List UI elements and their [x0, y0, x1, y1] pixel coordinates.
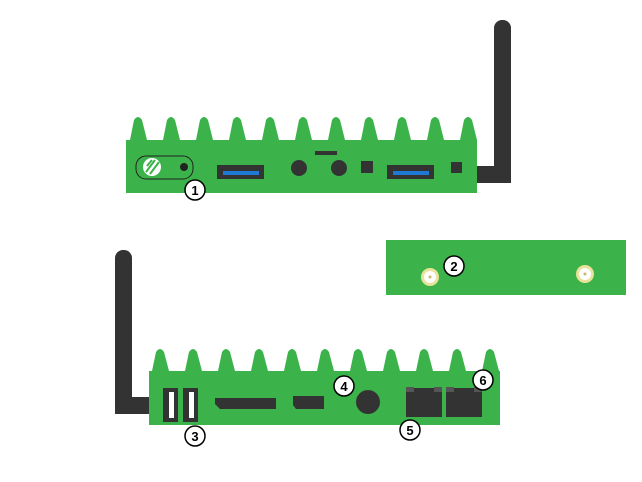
dc-jack-icon	[356, 390, 380, 414]
bottom-device-rear-panel	[115, 250, 500, 425]
antenna-top	[494, 20, 511, 183]
top-device-front-panel	[126, 20, 511, 193]
ethernet-port-icon	[446, 387, 482, 417]
usb-port-icon	[217, 165, 264, 179]
power-led-icon	[180, 163, 188, 171]
heatsink-fins-bottom	[152, 349, 499, 371]
callout-5: 5	[399, 419, 421, 441]
antenna-bottom-base	[115, 397, 151, 414]
callout-6: 6	[472, 369, 494, 391]
callout-number: 2	[450, 259, 457, 274]
sma-connector-icon	[576, 265, 594, 283]
callout-3: 3	[184, 425, 206, 447]
reset-button-icon	[361, 161, 373, 173]
ethernet-port-icon	[406, 387, 442, 417]
power-button-frame[interactable]	[135, 155, 194, 180]
heatsink-fins-top	[130, 117, 477, 140]
callout-number: 5	[406, 423, 413, 438]
status-led-icon	[451, 162, 462, 173]
usb2-port-icon	[163, 388, 178, 422]
sma-connector-icon	[421, 268, 439, 286]
callout-4: 4	[333, 375, 355, 397]
callout-1: 1	[184, 179, 206, 201]
jack-divider-icon	[315, 151, 337, 155]
side-panel-antenna-connectors	[386, 240, 626, 295]
audio-jack-icon	[291, 160, 307, 176]
audio-jack-icon	[331, 160, 347, 176]
callout-number: 3	[191, 429, 198, 444]
callout-number: 1	[191, 183, 198, 198]
callout-2: 2	[443, 255, 465, 277]
usb2-port-icon	[183, 388, 198, 422]
antenna-bottom	[115, 250, 132, 414]
mini-port-icon	[293, 396, 324, 409]
power-logo-icon	[143, 158, 161, 176]
usb-port-icon	[387, 165, 434, 179]
callout-number: 4	[340, 379, 348, 394]
callout-number: 6	[479, 373, 486, 388]
hdmi-port-icon	[215, 398, 276, 409]
antenna-top-base	[476, 166, 511, 183]
